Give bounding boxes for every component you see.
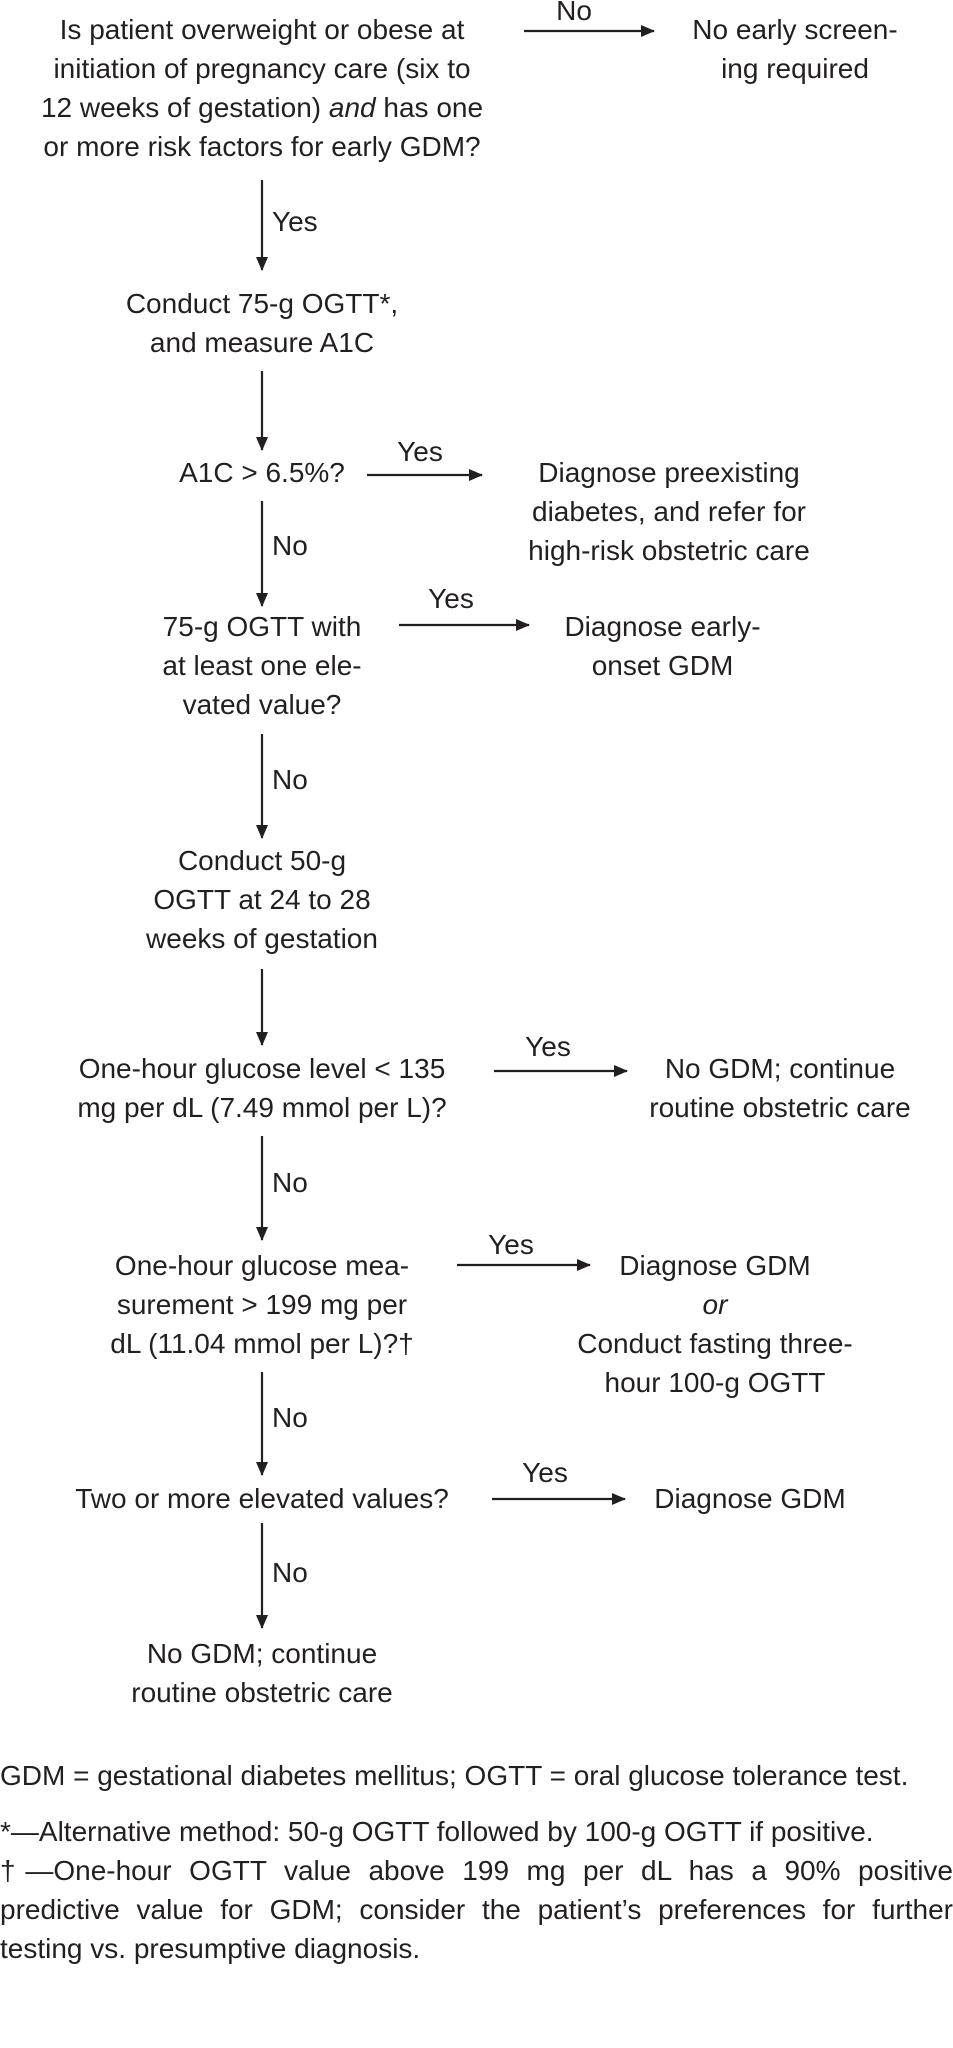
node-diag-or-line-3: Conduct fasting three- (577, 1328, 853, 1359)
footnote-star: *—Alternative method: 50-g OGTT followed… (0, 1816, 874, 1847)
node-diagnose-early-onset: Diagnose early- onset GDM (530, 607, 795, 685)
node-no-gdm-2-line-2: routine obstetric care (131, 1677, 393, 1708)
node-diagnose-or-conduct: Diagnose GDM or Conduct fasting three- h… (545, 1246, 885, 1402)
node-one-hour-199-question: One-hour glucose mea- surement > 199 mg … (0, 1246, 524, 1363)
footnotes: GDM = gestational diabetes mellitus; OGT… (0, 1756, 953, 1968)
edge-label-h199-yes: Yes (488, 1229, 534, 1260)
edge-label-ogtt-yes: Yes (428, 583, 474, 614)
edge-label-h199-no: No (272, 1402, 308, 1433)
node-start: Is patient overweight or obese at initia… (0, 10, 524, 166)
node-start-line-1: Is patient overweight or obese at (59, 14, 465, 45)
node-conduct75-line-1: Conduct 75-g OGTT*, (125, 288, 399, 319)
node-no-gdm-1-line-2: routine obstetric care (649, 1092, 911, 1123)
edge-label-two-no: No (272, 1557, 308, 1588)
node-ogtt-line-3: vated value? (182, 689, 342, 720)
node-a1c-text: A1C > 6.5%? (179, 457, 345, 488)
footnote-dagger: †—One-hour OGTT value above 199 mg per d… (0, 1855, 953, 1964)
edge-label-two-yes: Yes (522, 1457, 568, 1488)
edge-label-a1c-yes: Yes (397, 436, 443, 467)
node-one-hour-135-question: One-hour glucose level < 135 mg per dL (… (0, 1049, 524, 1127)
node-h135-line-2: mg per dL (7.49 mmol per L)? (77, 1092, 447, 1123)
node-early-onset-line-2: onset GDM (591, 650, 734, 681)
emphasis-and: and (328, 92, 376, 123)
node-early-onset-line-1: Diagnose early- (564, 611, 761, 642)
node-start-line-4: or more risk factors for early GDM? (43, 131, 481, 162)
edge-label-h135-no: No (272, 1167, 308, 1198)
edge-label-start-no: No (556, 0, 592, 26)
node-diagnose-gdm-text: Diagnose GDM (654, 1483, 846, 1514)
node-diag-or-line-4: hour 100-g OGTT (604, 1367, 826, 1398)
node-h135-line-1: One-hour glucose level < 135 (78, 1053, 446, 1084)
node-conduct-75g-ogtt: Conduct 75-g OGTT*, and measure A1C (0, 284, 524, 362)
node-start-line-2: initiation of pregnancy care (six to (53, 53, 471, 84)
node-no-early-screening: No early screen- ing required (655, 10, 935, 88)
node-diagnose-preexisting: Diagnose preexisting diabetes, and refer… (484, 453, 854, 570)
node-two-or-more-question: Two or more elevated values? (0, 1479, 524, 1518)
node-h199-line-1: One-hour glucose mea- (114, 1250, 410, 1281)
node-no-gdm-2-line-1: No GDM; continue (146, 1638, 378, 1669)
node-preexisting-line-2: diabetes, and refer for (532, 496, 806, 527)
edge-label-ogtt-no: No (272, 764, 308, 795)
node-h199-line-2: surement > 199 mg per (116, 1289, 408, 1320)
node-ogtt-elevated-question: 75-g OGTT with at least one ele- vated v… (0, 607, 524, 724)
node-ogtt-line-2: at least one ele- (162, 650, 362, 681)
node-no-gdm-1-line-1: No GDM; continue (664, 1053, 896, 1084)
node-ogtt-line-1: 75-g OGTT with (162, 611, 362, 642)
node-diagnose-gdm: Diagnose GDM (620, 1479, 880, 1518)
node-diag-or-or: or (702, 1289, 728, 1320)
node-conduct50-line-1: Conduct 50-g (177, 845, 347, 876)
node-diag-or-line-1: Diagnose GDM (619, 1250, 811, 1281)
node-no-gdm-continue-1: No GDM; continue routine obstetric care (620, 1049, 940, 1127)
node-conduct50-line-3: weeks of gestation (146, 923, 378, 954)
node-no-early-line-2: ing required (721, 53, 869, 84)
footnote-abbreviations: GDM = gestational diabetes mellitus; OGT… (0, 1760, 909, 1791)
edge-label-start-yes: Yes (272, 206, 318, 237)
edge-label-a1c-no: No (272, 530, 308, 561)
node-no-gdm-continue-2: No GDM; continue routine obstetric care (0, 1634, 524, 1712)
node-conduct50-line-2: OGTT at 24 to 28 (153, 884, 371, 915)
node-conduct-50g-ogtt: Conduct 50-g OGTT at 24 to 28 weeks of g… (0, 841, 524, 958)
node-conduct75-line-2: and measure A1C (149, 327, 375, 358)
node-no-early-line-1: No early screen- (692, 14, 898, 45)
node-a1c-question: A1C > 6.5%? (0, 453, 524, 492)
node-preexisting-line-3: high-risk obstetric care (528, 535, 810, 566)
node-two-text: Two or more elevated values? (75, 1483, 449, 1514)
node-start-line-3: 12 weeks of gestation) and has one (40, 92, 484, 123)
node-h199-line-3: dL (11.04 mmol per L)?† (110, 1328, 414, 1359)
node-preexisting-line-1: Diagnose preexisting (538, 457, 800, 488)
edge-label-h135-yes: Yes (525, 1031, 571, 1062)
